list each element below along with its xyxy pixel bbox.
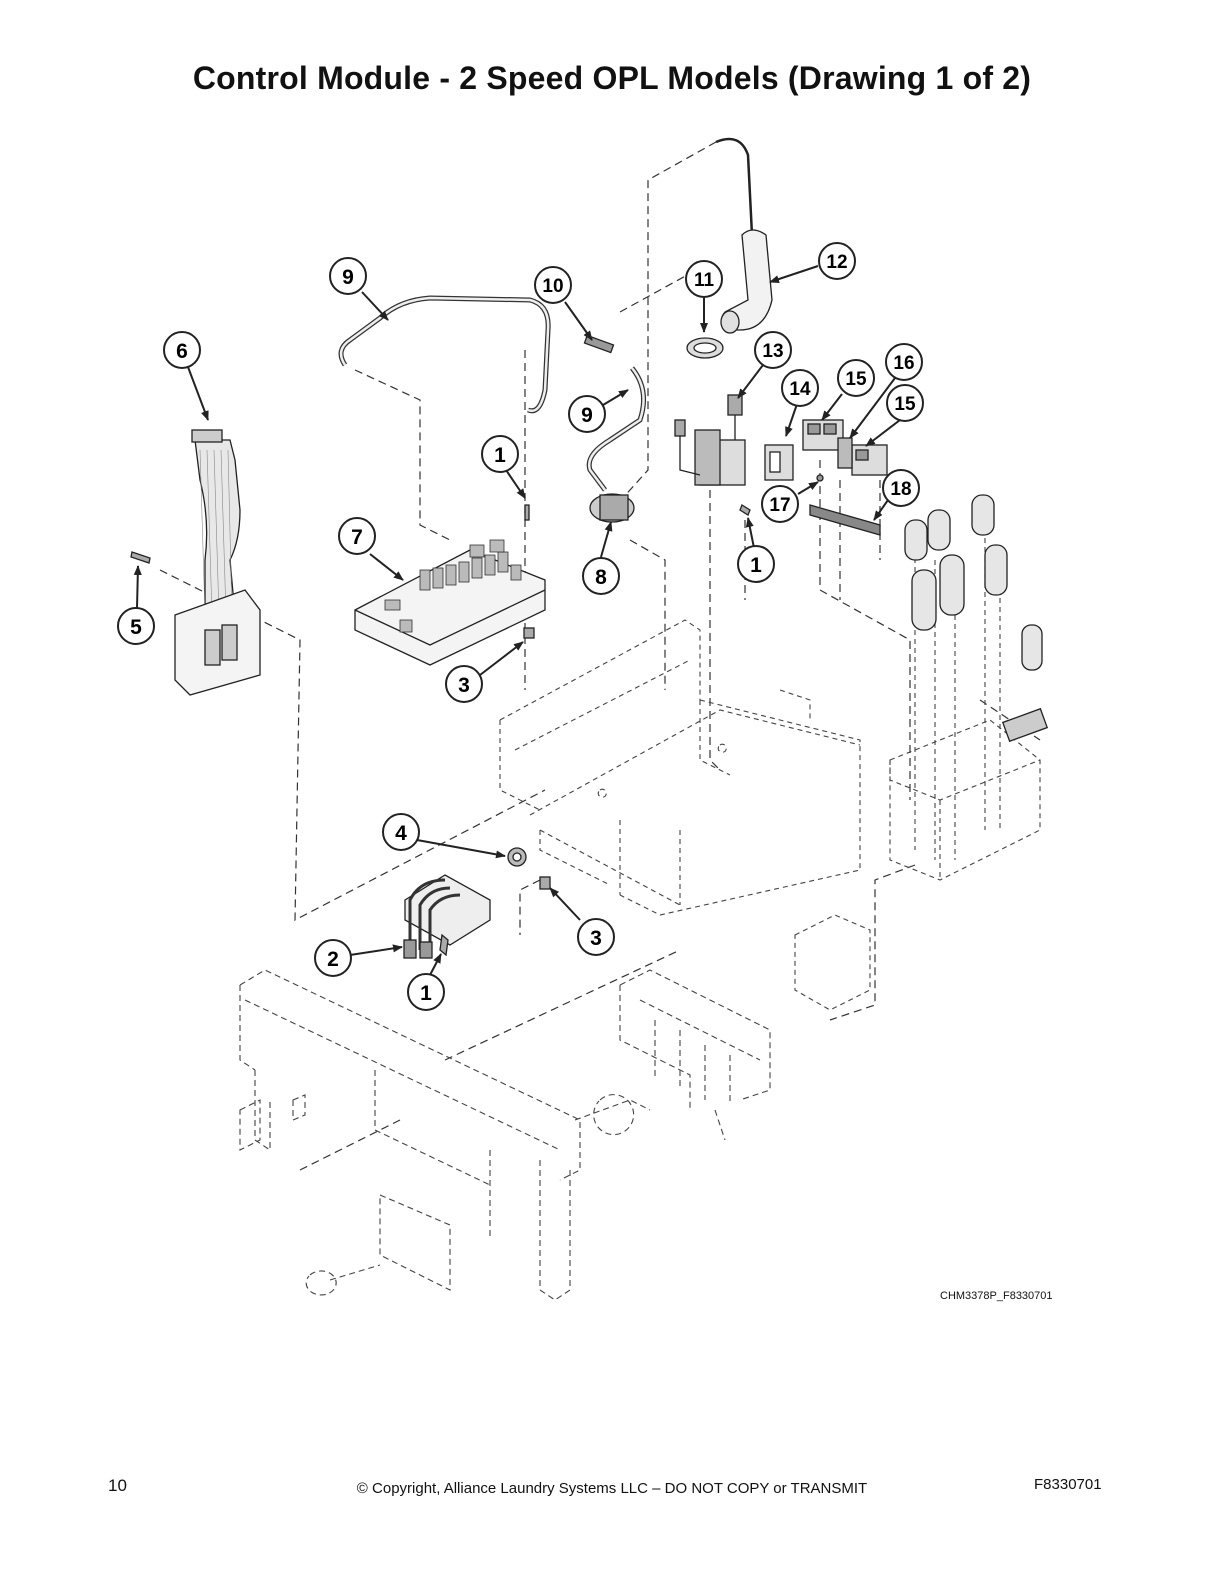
callout-label: 18 <box>890 479 911 500</box>
document-code: F8330701 <box>1034 1476 1102 1493</box>
interlock <box>837 437 853 469</box>
tube-connector <box>583 334 615 354</box>
callout-4: 4 <box>382 813 420 851</box>
pressure-tube-upper <box>338 295 551 414</box>
capacitors <box>904 494 1043 671</box>
callout-12: 12 <box>818 242 856 280</box>
callout-2: 2 <box>314 939 352 977</box>
callout-label: 6 <box>176 340 188 363</box>
page-number: 10 <box>108 1476 127 1495</box>
assembly-dashed-lines <box>159 141 1041 1171</box>
callout-label: 1 <box>494 444 506 467</box>
callout-label: 5 <box>130 616 142 639</box>
screw-1b <box>739 504 751 516</box>
callout-label: 1 <box>420 982 432 1005</box>
callout-label: 1 <box>750 554 762 577</box>
callout-18: 18 <box>882 469 920 507</box>
callout-label: 13 <box>762 341 783 362</box>
callout-label: 15 <box>894 394 916 415</box>
callout-label: 3 <box>458 674 470 697</box>
callout-1-right: 1 <box>737 545 775 583</box>
ribbon-harness <box>194 439 241 621</box>
standoff-3b <box>539 876 551 890</box>
screw-1a <box>524 504 530 521</box>
callout-label: 14 <box>789 379 811 400</box>
callout-15-right: 15 <box>886 384 924 422</box>
callout-1-lower: 1 <box>407 973 445 1011</box>
control-box-phantom <box>499 619 861 916</box>
callout-3-lower: 3 <box>577 918 615 956</box>
callout-14: 14 <box>781 369 819 407</box>
callout-5: 5 <box>117 607 155 645</box>
callout-15-left: 15 <box>837 359 875 397</box>
screw-5 <box>130 551 151 564</box>
callout-label: 17 <box>769 495 790 516</box>
callout-9-upper: 9 <box>329 257 367 295</box>
callout-16: 16 <box>885 343 923 381</box>
callout-label: 7 <box>351 526 363 549</box>
callout-label: 16 <box>893 353 914 374</box>
callout-label: 8 <box>595 566 607 589</box>
callout-label: 12 <box>826 252 847 273</box>
callout-label: 4 <box>395 822 407 845</box>
callout-9-lower: 9 <box>568 395 606 433</box>
callout-1-upper: 1 <box>481 435 519 473</box>
page-title: Control Module - 2 Speed OPL Models (Dra… <box>192 60 1032 96</box>
drawing-id: CHM3378P_F8330701 <box>940 1290 1053 1302</box>
callout-label: 11 <box>694 270 715 291</box>
callout-6: 6 <box>163 331 201 369</box>
callout-label: 9 <box>581 404 593 427</box>
callout-label: 9 <box>342 266 354 289</box>
components <box>130 137 1049 959</box>
callout-3-upper: 3 <box>445 665 483 703</box>
copyright-notice: © Copyright, Alliance Laundry Systems LL… <box>356 1480 868 1497</box>
callout-bubbles: 9 10 11 12 6 13 14 15 <box>117 242 924 1011</box>
callout-label: 15 <box>845 369 867 390</box>
standoff-3a <box>523 627 535 639</box>
callout-17: 17 <box>761 485 799 523</box>
callout-13: 13 <box>754 331 792 369</box>
callout-label: 10 <box>542 276 563 297</box>
callout-label: 2 <box>327 948 339 971</box>
leader-arrows <box>133 265 901 976</box>
callout-8: 8 <box>582 557 620 595</box>
lower-frame-phantom <box>239 969 771 1301</box>
din-rail <box>809 504 881 536</box>
screw-1c <box>439 933 449 957</box>
harness-assembly <box>404 874 491 946</box>
callout-11: 11 <box>685 260 723 298</box>
callout-10: 10 <box>534 266 572 304</box>
callout-7: 7 <box>338 517 376 555</box>
callout-label: 3 <box>590 927 602 950</box>
pressure-hose-long <box>715 137 754 236</box>
